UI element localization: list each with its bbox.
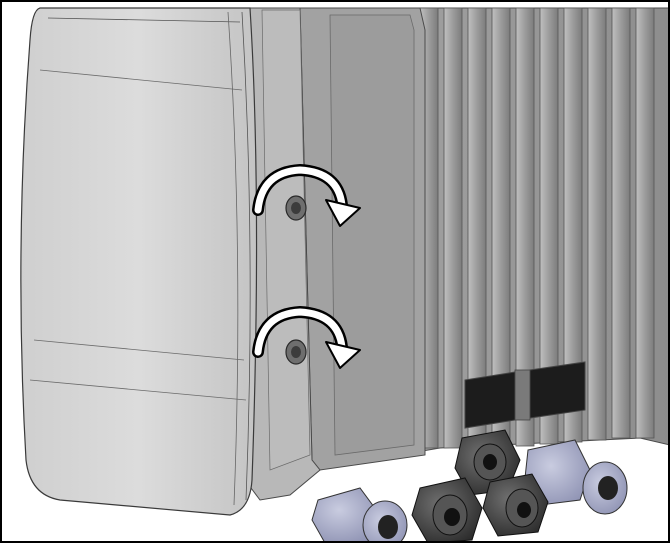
front-cover: [20, 7, 258, 516]
screw-icon: [285, 339, 307, 365]
rotate-clockwise-arrow-icon: [252, 305, 361, 369]
cable-gland-icon: [524, 439, 628, 515]
heatsink-fins: [419, 7, 655, 449]
body-front-plate: [299, 7, 426, 471]
cable-gland-icon: [311, 487, 408, 543]
cable-gland-icon: [454, 429, 521, 496]
vent-slots: [464, 361, 586, 429]
rotate-clockwise-arrow-icon: [252, 163, 361, 227]
screw-icon: [285, 195, 307, 221]
cable-gland-icon: [482, 473, 549, 537]
cable-gland-icon: [411, 477, 483, 543]
